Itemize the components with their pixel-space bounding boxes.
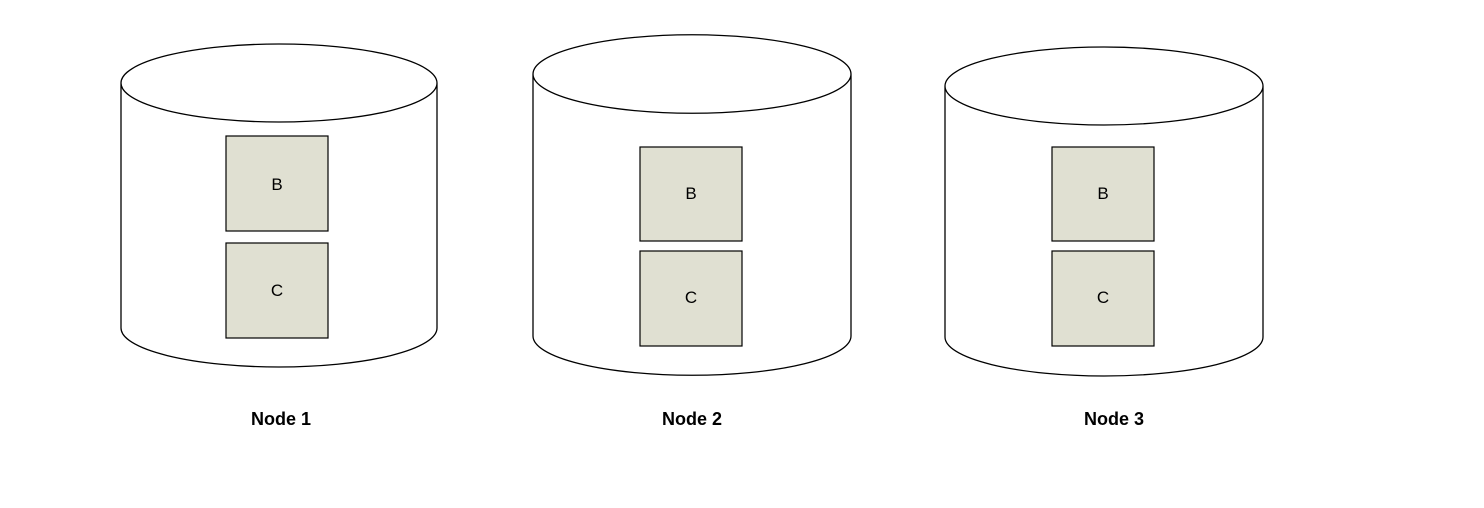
node-1-block-b [225, 135, 329, 232]
node-2-block-c-label: C [685, 288, 697, 307]
node-3-block-c [1051, 250, 1155, 347]
node-2-group: B C Node 2 [532, 34, 852, 429]
node-3-label: Node 3 [1084, 409, 1144, 429]
node-1-block-c [225, 242, 329, 339]
node-2-block-c [639, 250, 743, 347]
node-1-block-b-label: B [271, 175, 282, 194]
node-3-block-c-label: C [1097, 288, 1109, 307]
node-3-block-b-label: B [1097, 184, 1108, 203]
node-3-group: B C Node 3 [944, 46, 1264, 429]
node-3-block-b [1051, 146, 1155, 242]
node-1-label: Node 1 [251, 409, 311, 429]
node-1-group: B C Node 1 [120, 43, 438, 429]
node-2-label: Node 2 [662, 409, 722, 429]
node-2-block-b [639, 146, 743, 242]
node-1-block-c-label: C [271, 281, 283, 300]
node-2-block-b-label: B [685, 184, 696, 203]
